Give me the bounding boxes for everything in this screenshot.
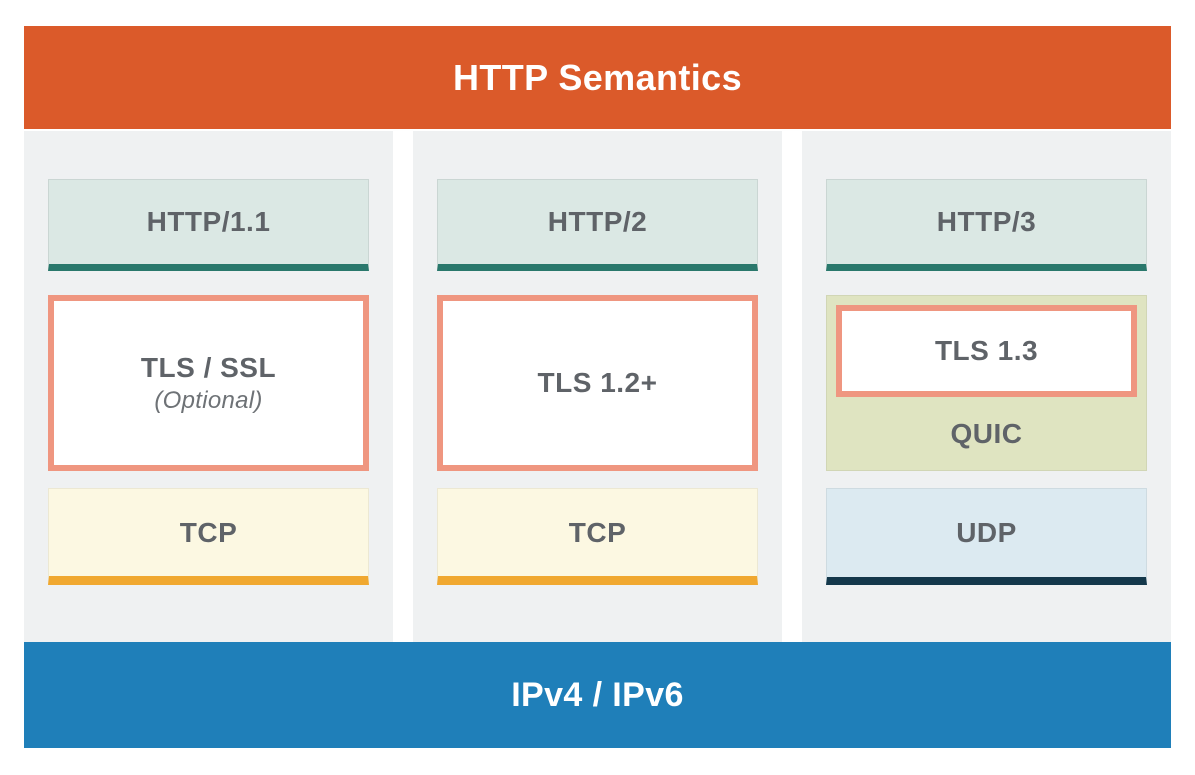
http3-box: HTTP/3 bbox=[826, 179, 1147, 271]
ip-layer-label: IPv4 / IPv6 bbox=[511, 675, 684, 714]
http1-label: HTTP/1.1 bbox=[146, 206, 271, 237]
tls12-label: TLS 1.2+ bbox=[537, 367, 658, 398]
tls13-box: TLS 1.3 bbox=[836, 305, 1137, 397]
column-http2: HTTP/2 TLS 1.2+ TCP bbox=[413, 131, 782, 642]
http2-box: HTTP/2 bbox=[437, 179, 758, 271]
tcp-box-http2: TCP bbox=[437, 488, 758, 585]
quic-box: TLS 1.3 QUIC bbox=[826, 295, 1147, 471]
tcp-label-http2: TCP bbox=[568, 516, 627, 548]
tcp-label-http1: TCP bbox=[179, 516, 238, 548]
quic-label-row: QUIC bbox=[836, 397, 1137, 470]
ip-layer-bar: IPv4 / IPv6 bbox=[24, 642, 1171, 748]
tcp-box-http1: TCP bbox=[48, 488, 369, 585]
http3-label: HTTP/3 bbox=[936, 206, 1037, 237]
tls-ssl-box: TLS / SSL (Optional) bbox=[48, 295, 369, 471]
tls-ssl-label: TLS / SSL bbox=[140, 351, 277, 383]
http1-box: HTTP/1.1 bbox=[48, 179, 369, 271]
tls12-box: TLS 1.2+ bbox=[437, 295, 758, 471]
udp-label: UDP bbox=[956, 517, 1017, 548]
tls-optional-note: (Optional) bbox=[154, 386, 263, 414]
http-semantics-bar: HTTP Semantics bbox=[24, 26, 1171, 129]
protocol-columns: HTTP/1.1 TLS / SSL (Optional) TCP HTTP/2… bbox=[24, 131, 1171, 642]
quic-label: QUIC bbox=[950, 417, 1023, 449]
tls13-label: TLS 1.3 bbox=[934, 335, 1039, 366]
diagram-title: HTTP Semantics bbox=[452, 56, 743, 98]
http2-label: HTTP/2 bbox=[547, 206, 648, 237]
column-http1: HTTP/1.1 TLS / SSL (Optional) TCP bbox=[24, 131, 393, 642]
column-http3: HTTP/3 TLS 1.3 QUIC UDP bbox=[802, 131, 1171, 642]
udp-box: UDP bbox=[826, 488, 1147, 585]
